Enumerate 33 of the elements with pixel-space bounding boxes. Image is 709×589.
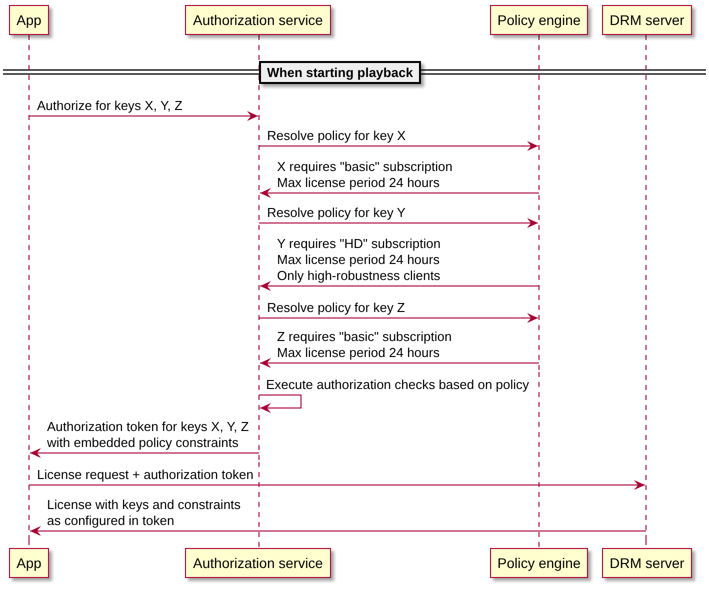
- section-divider-label: When starting playback: [259, 60, 421, 84]
- participant-box: Authorization service: [185, 548, 331, 578]
- participant-box: Policy engine: [490, 548, 588, 578]
- lifeline: [538, 372, 540, 548]
- message-arrow: [260, 358, 540, 368]
- message-arrow: [258, 218, 538, 228]
- message-arrow: [28, 111, 258, 121]
- message-arrow: [260, 281, 540, 291]
- message-label: Resolve policy for key X: [267, 128, 406, 144]
- lifeline: [258, 462, 260, 548]
- message-arrow: [28, 480, 646, 490]
- participant-box: App: [9, 548, 49, 578]
- participant-box: Authorization service: [185, 5, 331, 35]
- participant-box: Policy engine: [490, 5, 588, 35]
- message-label: License with keys and constraints as configured in token: [47, 497, 242, 529]
- message-label: Resolve policy for key Y: [267, 205, 406, 221]
- message-label: License request + authorization token: [37, 467, 254, 483]
- participant-box: DRM server: [602, 5, 692, 35]
- participant-box: DRM server: [602, 548, 692, 578]
- message-arrow: [258, 313, 538, 323]
- participant-box: App: [9, 5, 49, 35]
- message-label: Authorize for keys X, Y, Z: [37, 98, 182, 114]
- message-label: X requires "basic" subscription Max license period 24 hours: [277, 159, 454, 191]
- message-arrow: [30, 448, 260, 458]
- message-label: Authorization token for keys X, Y, Z with embedded policy constraints: [47, 419, 250, 451]
- message-arrow: [30, 526, 646, 536]
- message-label: Execute authorization checks based on policy: [266, 377, 530, 393]
- message-label: Resolve policy for key Z: [267, 300, 405, 316]
- message-arrow: [260, 188, 540, 198]
- message-arrow: [258, 394, 302, 413]
- message-label: Z requires "basic" subscription Max license period 24 hours: [277, 329, 453, 361]
- message-label: Y requires "HD" subscription Max license period 24 hours Only high-robustness clients: [277, 236, 442, 284]
- message-arrow: [258, 141, 538, 151]
